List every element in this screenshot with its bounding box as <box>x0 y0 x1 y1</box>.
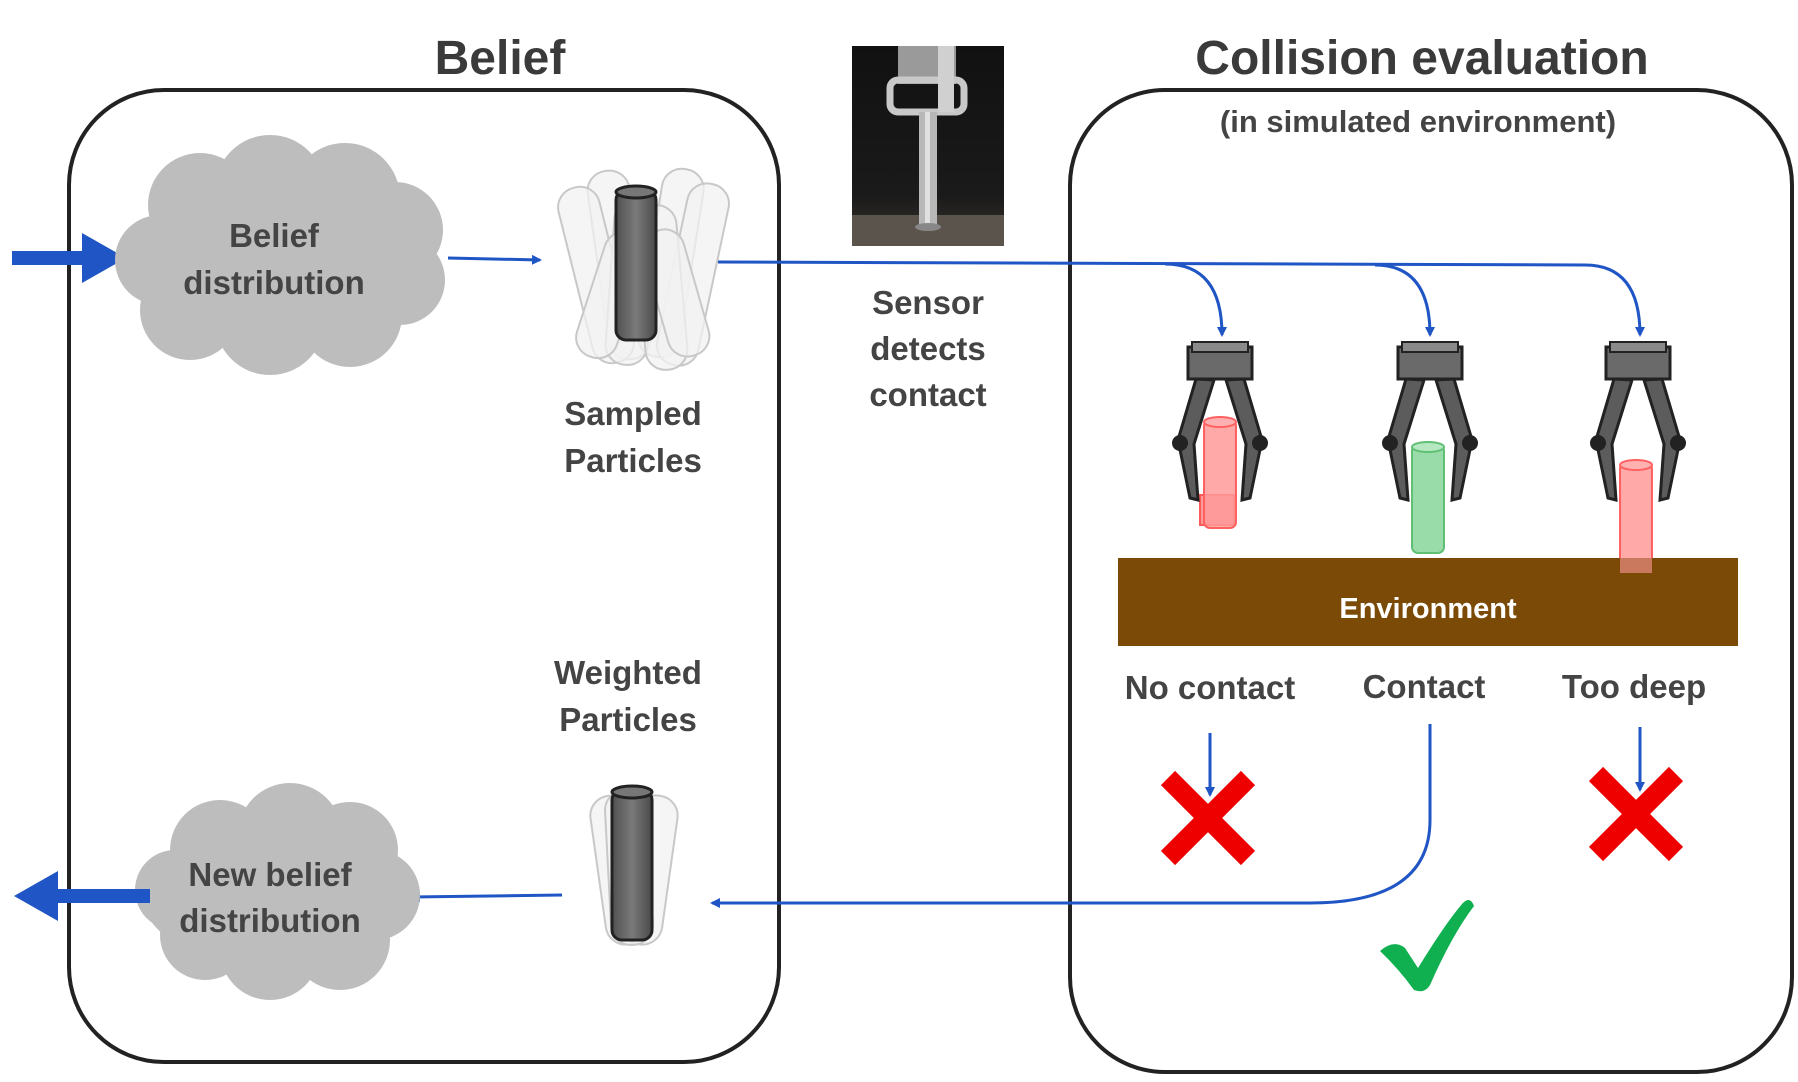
sensor-line3: contact <box>869 376 986 413</box>
weighted-label-line1: Weighted <box>554 654 702 691</box>
weighted-label-line2: Particles <box>559 701 697 738</box>
contact-to-weighted-arrow <box>710 724 1432 908</box>
sensor-photo <box>852 46 1004 246</box>
sampled-particles-icon <box>557 167 730 371</box>
reject-cross-icon-no-contact <box>1160 770 1256 866</box>
environment-label: Environment <box>1339 593 1517 625</box>
belief-cloud <box>115 135 445 375</box>
outcome-label-too-deep: Too deep <box>1562 668 1706 705</box>
weighted-particles-icon <box>589 784 679 946</box>
new-cloud-line1: New belief <box>188 856 352 893</box>
sampled-label-line2: Particles <box>564 442 702 479</box>
belief-panel <box>67 88 781 1064</box>
new-belief-cloud <box>135 783 420 1000</box>
particles-to-grippers-arrows <box>717 260 1645 337</box>
belief-title: Belief <box>435 32 567 85</box>
sensor-line2: detects <box>870 330 986 367</box>
gripper-no-contact <box>1172 341 1268 529</box>
sampled-label-line1: Sampled <box>564 395 702 432</box>
collision-subtitle: (in simulated environment) <box>1220 104 1616 139</box>
too-deep-peg-overlap <box>1620 558 1652 573</box>
new-cloud-line2: distribution <box>179 902 360 939</box>
gripper-contact <box>1382 341 1478 554</box>
input-arrow-head <box>82 233 126 283</box>
output-arrow-head <box>14 871 58 921</box>
collision-panel <box>1068 88 1794 1074</box>
weighted-to-cloud-arrow <box>410 891 563 902</box>
accept-check-icon <box>1380 899 1474 992</box>
collision-title: Collision evaluation <box>1195 32 1648 85</box>
cloud-to-sampled-arrow <box>447 254 542 265</box>
sensor-line1: Sensor <box>872 284 984 321</box>
outcome-label-contact: Contact <box>1363 668 1486 705</box>
reject-cross-icon-too-deep <box>1588 766 1684 862</box>
gripper-too-deep <box>1590 341 1686 574</box>
outcome-label-no-contact: No contact <box>1125 669 1296 706</box>
belief-cloud-line2: distribution <box>183 264 364 301</box>
belief-cloud-line1: Belief <box>229 217 320 254</box>
